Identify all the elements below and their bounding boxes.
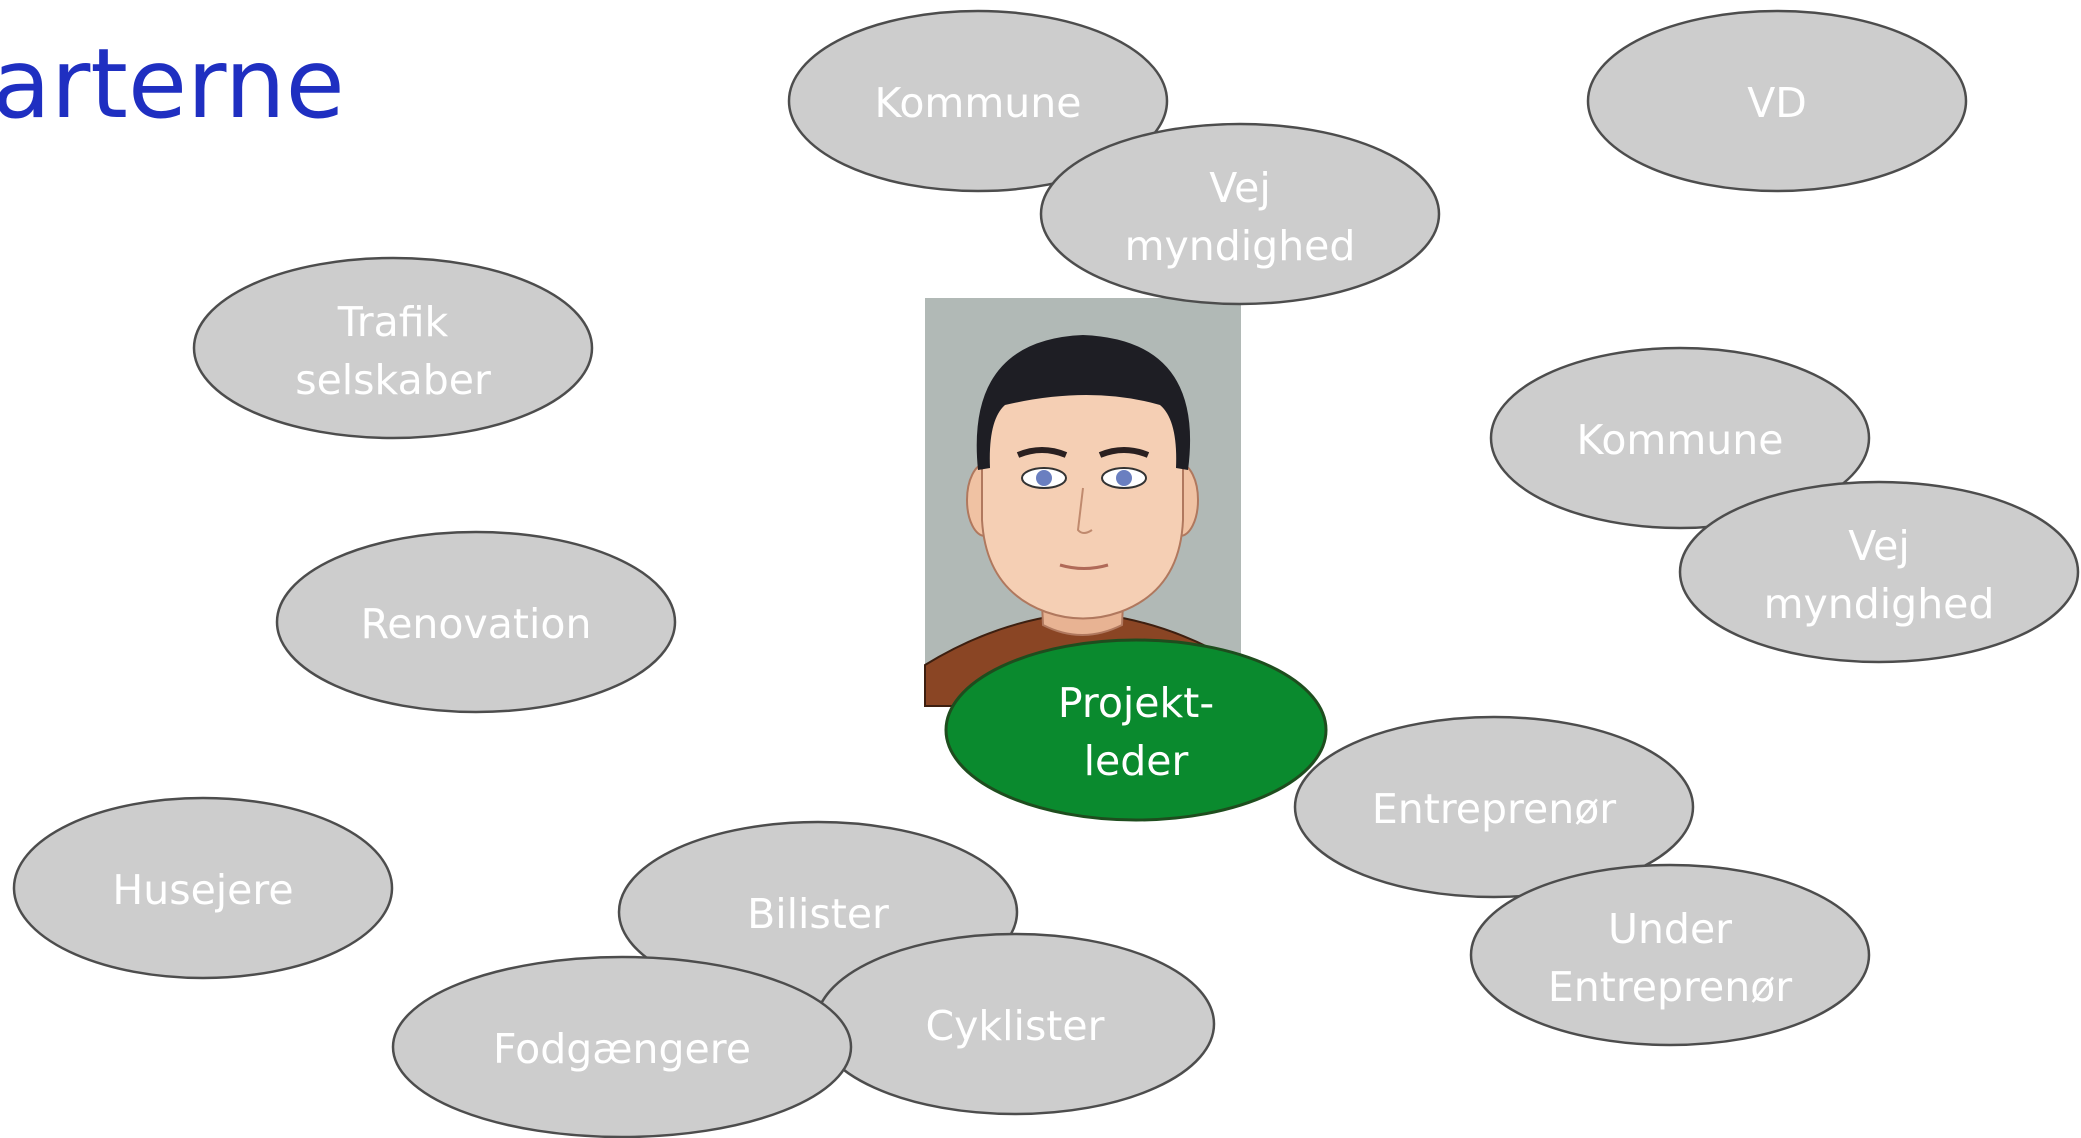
bubble-trafikselskaber: Trafik selskaber xyxy=(192,256,594,440)
bubble-label: myndighed xyxy=(1764,580,1995,628)
bubble-label: Kommune xyxy=(1576,416,1783,464)
bubble-label: Trafik xyxy=(337,298,449,346)
bubble-label: leder xyxy=(1084,737,1189,785)
bubble-kommune-top: Kommune xyxy=(787,9,1169,193)
bubble-label: Entreprenør xyxy=(1548,963,1792,1011)
bubble-label: selskaber xyxy=(295,356,491,404)
bubble-vejmyndighed-right: Vej myndighed xyxy=(1678,480,2080,664)
bubble-label: myndighed xyxy=(1125,222,1356,270)
bubble-fodgaengere: Fodgængere xyxy=(391,955,853,1138)
bubble-label: Renovation xyxy=(361,600,592,648)
page-title: arterne xyxy=(0,28,345,140)
bubble-entreprenor: Entreprenør xyxy=(1293,715,1695,899)
bubble-renovation: Renovation xyxy=(275,530,677,714)
bubble-label: Husejere xyxy=(112,866,293,914)
bubble-label: Entreprenør xyxy=(1372,785,1616,833)
bubble-label: Projekt- xyxy=(1058,679,1214,727)
bubble-label: Vej xyxy=(1848,522,1909,570)
bubble-husejere: Husejere xyxy=(12,796,394,980)
bubble-label: Vej xyxy=(1209,164,1270,212)
bubble-kommune-right: Kommune xyxy=(1489,346,1871,530)
bubble-label: Kommune xyxy=(874,79,1081,127)
bubble-cyklister: Cyklister xyxy=(814,932,1216,1116)
bubble-label: Bilister xyxy=(747,890,889,938)
bubble-vd: VD xyxy=(1586,9,1968,193)
bubble-label: Under xyxy=(1608,905,1732,953)
bubble-underentreprenor: Under Entreprenør xyxy=(1469,863,1871,1047)
bubble-label: Cyklister xyxy=(926,1002,1105,1050)
man-avatar-icon xyxy=(924,298,1242,707)
bubble-vejmyndighed-top: Vej myndighed xyxy=(1039,122,1441,306)
bubble-label: Fodgængere xyxy=(493,1025,751,1073)
bubble-projektleder: Projekt- leder xyxy=(944,638,1328,822)
bubble-label: VD xyxy=(1747,79,1807,127)
